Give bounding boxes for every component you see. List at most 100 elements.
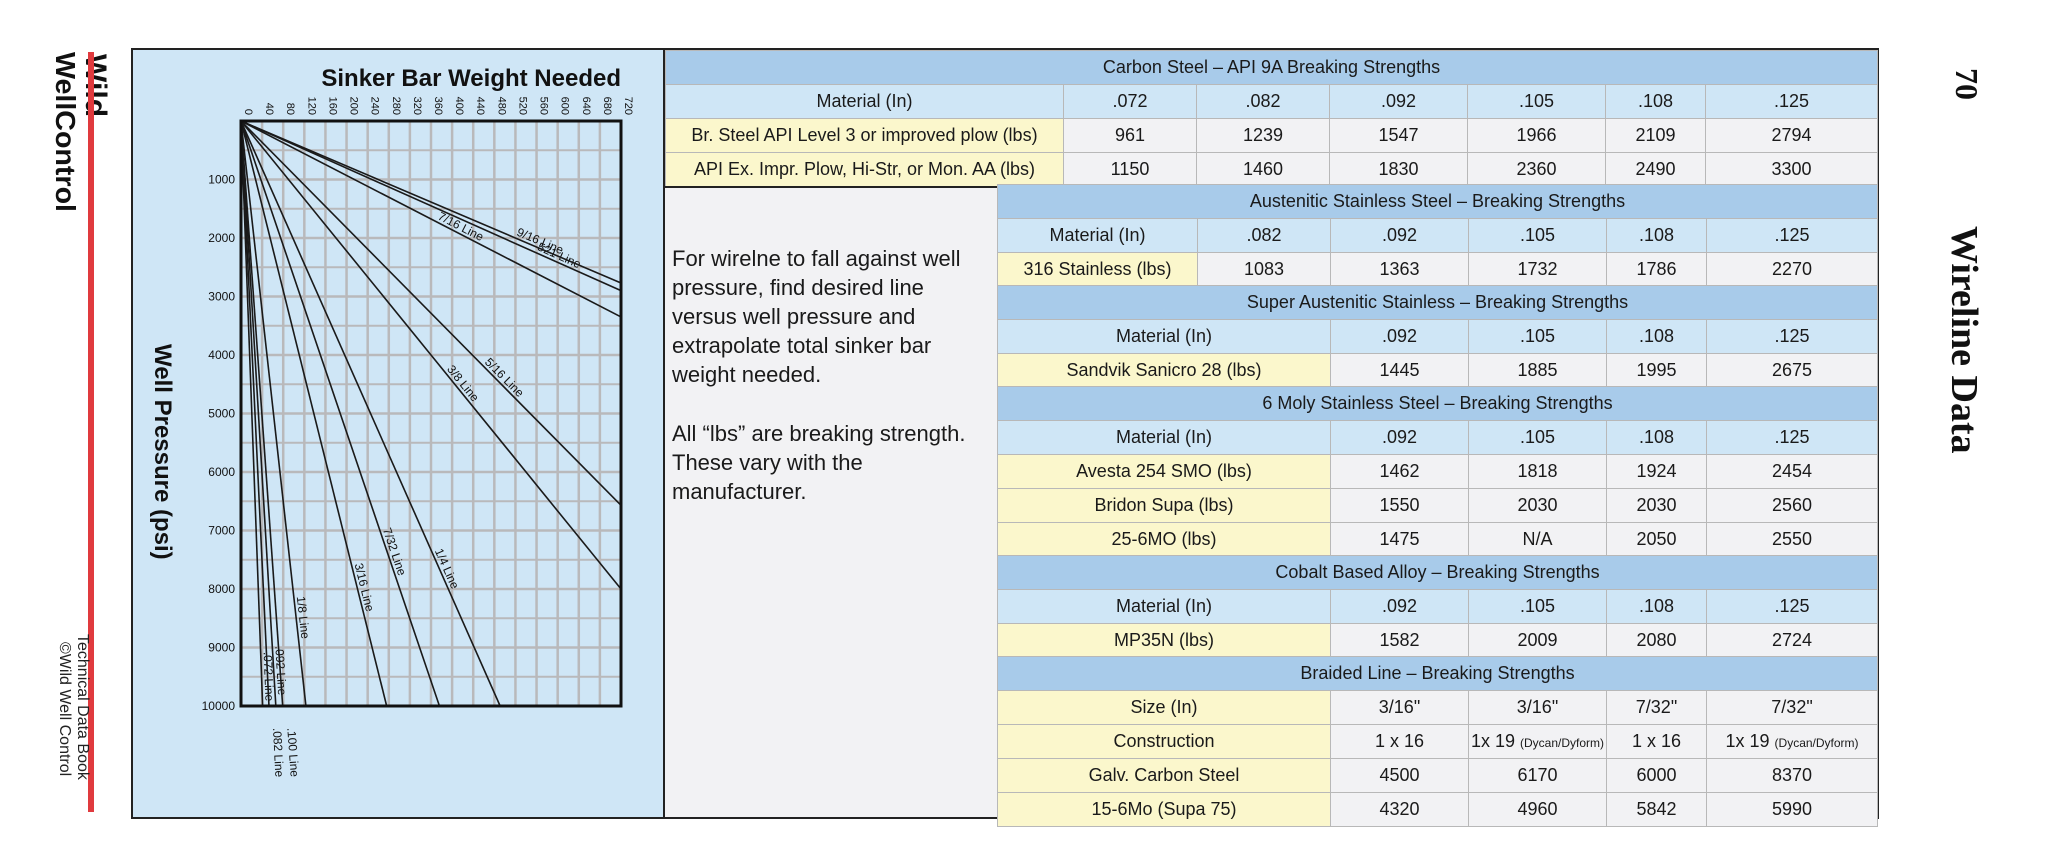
header-cell: .125 — [1706, 218, 1878, 253]
header-cell: Material (In) — [997, 218, 1198, 253]
y-tick-label: 3000 — [208, 290, 235, 304]
value-cell: 5842 — [1606, 792, 1707, 827]
header-cell: .125 — [1705, 420, 1879, 455]
series-label: .100 Line — [284, 727, 301, 778]
y-tick-label: 7000 — [208, 524, 235, 538]
chart-grid — [239, 121, 623, 706]
value-cell: 3/16" — [1468, 690, 1607, 725]
value-cell: 4960 — [1468, 792, 1607, 827]
x-tick-label: 120 — [305, 97, 317, 115]
value-cell: 1 x 16 — [1606, 724, 1707, 759]
value-cell: 1995 — [1606, 353, 1707, 388]
book-title: Technical Data Book — [74, 634, 91, 781]
value-cell: 2080 — [1606, 623, 1707, 658]
row-label: 316 Stainless (lbs) — [997, 252, 1198, 287]
value-cell: 4320 — [1330, 792, 1469, 827]
header-cell: .105 — [1468, 420, 1607, 455]
value-cell: 2009 — [1468, 623, 1607, 658]
cobalt-alloy-table: Cobalt Based Alloy – Breaking Strengths … — [996, 555, 1879, 658]
braided-line-table: Braided Line – Breaking Strengths Size (… — [996, 656, 1879, 827]
table-row: Size (In) 3/16" 3/16" 7/32" 7/32" — [997, 690, 1879, 725]
x-tick-label: 40 — [263, 103, 275, 115]
value-cell: 1885 — [1468, 353, 1607, 388]
header-cell: .125 — [1705, 319, 1879, 354]
y-tick-label: 1000 — [208, 173, 235, 187]
six-moly-title: 6 Moly Stainless Steel – Breaking Streng… — [996, 386, 1879, 421]
cobalt-title: Cobalt Based Alloy – Breaking Strengths — [996, 555, 1879, 590]
header-cell: .125 — [1704, 84, 1879, 119]
value-cell: 4500 — [1330, 758, 1469, 793]
value-cell: 1239 — [1196, 118, 1330, 153]
value-cell: 2050 — [1606, 522, 1707, 557]
value-cell: 5990 — [1705, 792, 1879, 827]
y-tick-label: 2000 — [208, 231, 235, 245]
logo-bottom-text: WellControl — [50, 52, 81, 212]
value-cell: 3/16" — [1330, 690, 1469, 725]
svg-text:Wireline Data: Wireline Data — [1943, 226, 1985, 454]
row-label: Size (In) — [997, 690, 1331, 725]
series-label: 7/32 Line — [380, 526, 409, 578]
table-row: Bridon Supa (lbs) 1550 2030 2030 2560 — [997, 488, 1879, 523]
series-line — [240, 120, 622, 590]
header-cell: .105 — [1468, 218, 1607, 253]
copyright: ©Wild Well Control — [56, 642, 73, 776]
table-row: Br. Steel API Level 3 or improved plow (… — [665, 118, 1879, 153]
table-row: 25-6MO (lbs) 1475 N/A 2050 2550 — [997, 522, 1879, 557]
series-label: .072 Line — [261, 652, 277, 702]
plot-border — [239, 119, 623, 708]
value-cell: 2030 — [1606, 488, 1707, 523]
value-cell: 2109 — [1605, 118, 1706, 153]
row-label: 25-6MO (lbs) — [997, 522, 1331, 557]
value-cell: 1924 — [1606, 454, 1707, 489]
series-line — [240, 120, 388, 707]
header-cell: .105 — [1467, 84, 1606, 119]
value-cell: 1460 — [1196, 152, 1330, 188]
x-tick-label: 400 — [453, 97, 465, 115]
chart-title: Sinker Bar Weight Needed — [321, 65, 621, 92]
header-cell: .105 — [1468, 319, 1607, 354]
header-cell: .125 — [1705, 589, 1879, 624]
y-tick-label: 6000 — [208, 465, 235, 479]
value-cell: 1363 — [1330, 252, 1469, 287]
series-line — [240, 120, 277, 707]
construction-note: (Dycan/Dyform) — [1774, 736, 1859, 750]
austenitic-stainless-table: Austenitic Stainless Steel – Breaking St… — [997, 184, 1878, 287]
value-cell: 1550 — [1330, 488, 1469, 523]
sinker-bar-chart: Sinker Bar Weight Needed Well Pressure (… — [149, 65, 634, 778]
row-label: Construction — [997, 724, 1331, 759]
wild-well-control-logo: Wild WellControl — [50, 52, 108, 212]
super-austenitic-title: Super Austenitic Stainless – Breaking St… — [996, 285, 1879, 320]
svg-text:70: 70 — [1949, 68, 1985, 100]
value-cell: 2724 — [1705, 623, 1879, 658]
value-cell: 2360 — [1467, 152, 1606, 188]
y-tick-label: 5000 — [208, 407, 235, 421]
y-axis-label: Well Pressure (psi) — [149, 344, 176, 560]
header-cell: Material (In) — [997, 420, 1331, 455]
value-cell: 1150 — [1063, 152, 1197, 188]
value-cell: 2270 — [1706, 252, 1878, 287]
x-tick-label: 680 — [601, 97, 613, 115]
series-line — [240, 120, 270, 707]
series-label: 1/8 Line — [294, 595, 313, 639]
value-cell: 6170 — [1468, 758, 1607, 793]
series-line — [240, 120, 501, 707]
table-row: 15-6Mo (Supa 75) 4320 4960 5842 5990 — [997, 792, 1879, 827]
series-label: 3/16 Line — [352, 562, 378, 614]
row-label: 15-6Mo (Supa 75) — [997, 792, 1331, 827]
x-tick-label: 520 — [516, 97, 528, 115]
value-cell: 1818 — [1468, 454, 1607, 489]
y-tick-label: 4000 — [208, 348, 235, 362]
six-moly-table: 6 Moly Stainless Steel – Breaking Streng… — [996, 386, 1879, 557]
series-label: 1/4 Line — [432, 546, 462, 591]
value-cell: 1x 19 (Dycan/Dyform) — [1705, 724, 1879, 759]
value-cell: 7/32" — [1606, 690, 1707, 725]
book-credit: Technical Data Book ©Wild Well Control — [56, 634, 91, 781]
x-tick-label: 440 — [474, 97, 486, 115]
x-tick-label: 280 — [390, 97, 402, 115]
header-cell: Material (In) — [665, 84, 1064, 119]
super-austenitic-table: Super Austenitic Stainless – Breaking St… — [996, 285, 1879, 388]
header-cell: .108 — [1605, 84, 1706, 119]
carbon-steel-title: Carbon Steel – API 9A Breaking Strengths — [664, 50, 1879, 85]
value-cell: 8370 — [1705, 758, 1879, 793]
